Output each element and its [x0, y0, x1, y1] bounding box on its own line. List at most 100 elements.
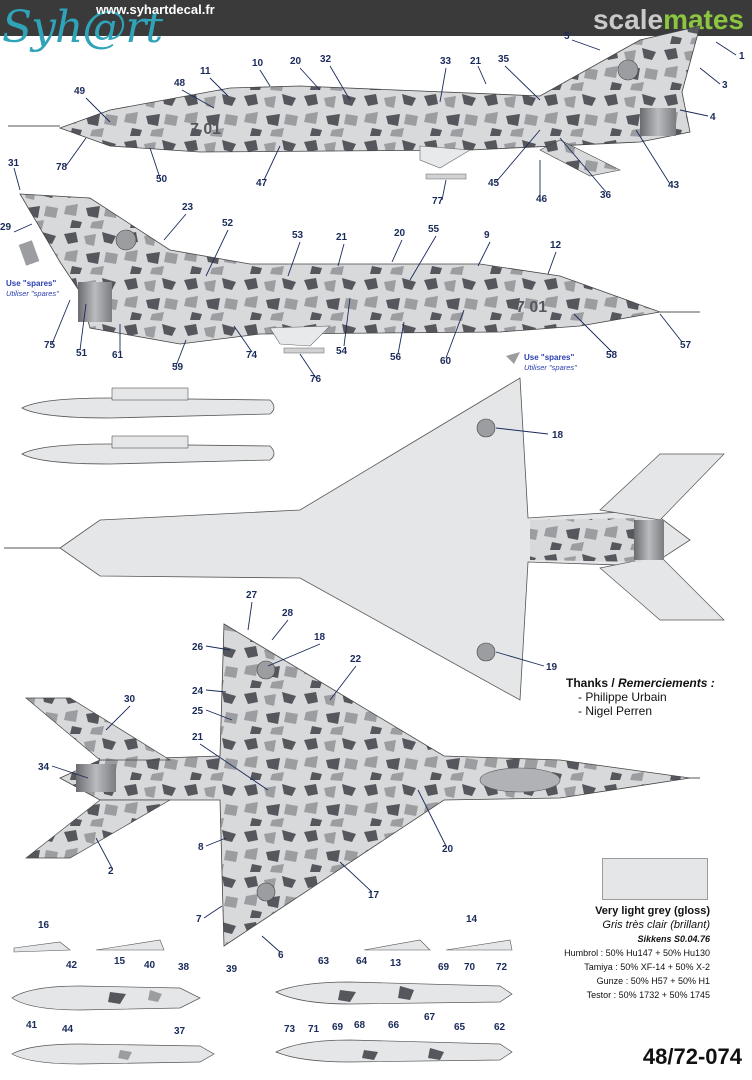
callout-label: 19 [546, 662, 558, 673]
callout-label: 31 [8, 158, 20, 169]
callout-label: 21 [192, 732, 204, 743]
callout-label: 44 [62, 1024, 74, 1035]
thanks-name: - Philippe Urbain [578, 690, 667, 704]
callout-label: 71 [308, 1024, 320, 1035]
callout-label: 57 [680, 340, 692, 351]
callout-label: 9 [484, 230, 490, 241]
callout-label: 17 [368, 890, 380, 901]
callout-label: 53 [292, 230, 304, 241]
thanks-title-fr: Remerciements : [618, 676, 715, 690]
callout-label: 16 [38, 920, 50, 931]
callout-label: 51 [76, 348, 88, 359]
watermark-b: mates [663, 4, 744, 35]
callout-label: 69 [438, 962, 450, 973]
paint-line: Testor : 50% 1732 + 50% 1745 [586, 990, 710, 1000]
callout-label: 3 [722, 80, 728, 91]
callout-numbers: 1 3 4 5 10 11 20 21 32 33 35 36 43 45 46… [0, 31, 745, 1037]
callout-label: 21 [336, 232, 348, 243]
top-banner [0, 0, 752, 36]
callout-label: 34 [38, 762, 50, 773]
callout-label: 20 [394, 228, 406, 239]
underside-view [4, 377, 725, 701]
callout-label: 24 [192, 686, 204, 697]
callout-label: 78 [56, 162, 68, 173]
callout-label: 50 [156, 174, 168, 185]
callout-label: 77 [432, 196, 444, 207]
callout-label: 72 [496, 962, 508, 973]
stores-views [11, 939, 513, 1065]
watermark: scalemates [593, 4, 744, 36]
callout-label: 68 [354, 1020, 366, 1031]
watermark-a: scale [592, 4, 664, 35]
callout-label: 18 [314, 632, 326, 643]
thanks-name: - Nigel Perren [578, 704, 653, 718]
callout-label: 12 [550, 240, 562, 251]
callout-label: 29 [0, 222, 12, 233]
spares-note-en: Use "spares" [6, 279, 56, 288]
callout-label: 36 [600, 190, 612, 201]
callout-label: 25 [192, 706, 204, 717]
callout-label: 63 [318, 956, 330, 967]
callout-label: 7 [196, 914, 202, 925]
callout-label: 5 [564, 31, 570, 42]
callout-label: 73 [284, 1024, 296, 1035]
callout-label: 14 [466, 914, 478, 925]
callout-label: 62 [494, 1022, 506, 1033]
callout-label: 49 [74, 86, 86, 97]
profile-left-view: 7 01 [8, 25, 701, 180]
callout-label: 1 [739, 51, 745, 62]
callout-label: 27 [246, 590, 258, 601]
callout-label: 6 [278, 950, 284, 961]
callout-label: 54 [336, 346, 348, 357]
callout-label: 64 [356, 956, 368, 967]
callout-label: 46 [536, 194, 548, 205]
aircraft-code-right: 7 01 [516, 299, 547, 316]
callout-label: 59 [172, 362, 184, 373]
brand-logo: Syh@rt [2, 2, 163, 53]
callout-label: 26 [192, 642, 204, 653]
callout-label: 21 [470, 56, 482, 67]
callout-label: 41 [26, 1020, 38, 1031]
callout-label: 38 [178, 962, 190, 973]
callout-label: 13 [390, 958, 402, 969]
callout-label: 18 [552, 430, 564, 441]
spares-note-en-2: Use "spares" [524, 353, 574, 362]
callout-label: 58 [606, 350, 618, 361]
thanks-block: Thanks / Remerciements : - Philippe Urba… [566, 676, 715, 718]
callout-label: 55 [428, 224, 440, 235]
paint-reference: Very light grey (gloss) Gris très clair … [520, 904, 710, 1002]
spares-note-fr: Utiliser "spares" [6, 289, 59, 298]
callout-label: 39 [226, 964, 238, 975]
callout-label: 43 [668, 180, 680, 191]
callout-label: 61 [112, 350, 124, 361]
callout-label: 8 [198, 842, 204, 853]
thanks-title: Thanks / [566, 676, 619, 690]
website-link[interactable]: www.syhartdecal.fr [96, 2, 215, 17]
callout-label: 45 [488, 178, 500, 189]
callout-label: 56 [390, 352, 402, 363]
paint-sikkens: Sikkens S0.04.76 [637, 934, 710, 944]
callout-label: 75 [44, 340, 56, 351]
paint-line: Gunze : 50% H57 + 50% H1 [596, 976, 710, 986]
callout-label: 32 [320, 54, 332, 65]
callout-label: 30 [124, 694, 136, 705]
callout-label: 20 [290, 56, 302, 67]
drop-tanks [21, 387, 275, 465]
callout-label: 42 [66, 960, 78, 971]
callout-label: 11 [200, 66, 211, 77]
callout-label: 28 [282, 608, 294, 619]
callout-label: 37 [174, 1026, 186, 1037]
sheet-code: 48/72-074 [642, 1044, 742, 1069]
paint-line: Tamiya : 50% XF-14 + 50% X-2 [584, 962, 710, 972]
profile-right-view: 7 01 [18, 193, 700, 364]
callout-label: 67 [424, 1012, 436, 1023]
callout-label: 2 [108, 866, 114, 877]
spares-note-fr-2: Utiliser "spares" [524, 363, 577, 372]
callout-label: 10 [252, 58, 264, 69]
callout-label: 76 [310, 374, 322, 385]
callout-label: 48 [174, 78, 186, 89]
callout-label: 47 [256, 178, 268, 189]
callout-label: 20 [442, 844, 454, 855]
callout-label: 69 [332, 1022, 344, 1033]
